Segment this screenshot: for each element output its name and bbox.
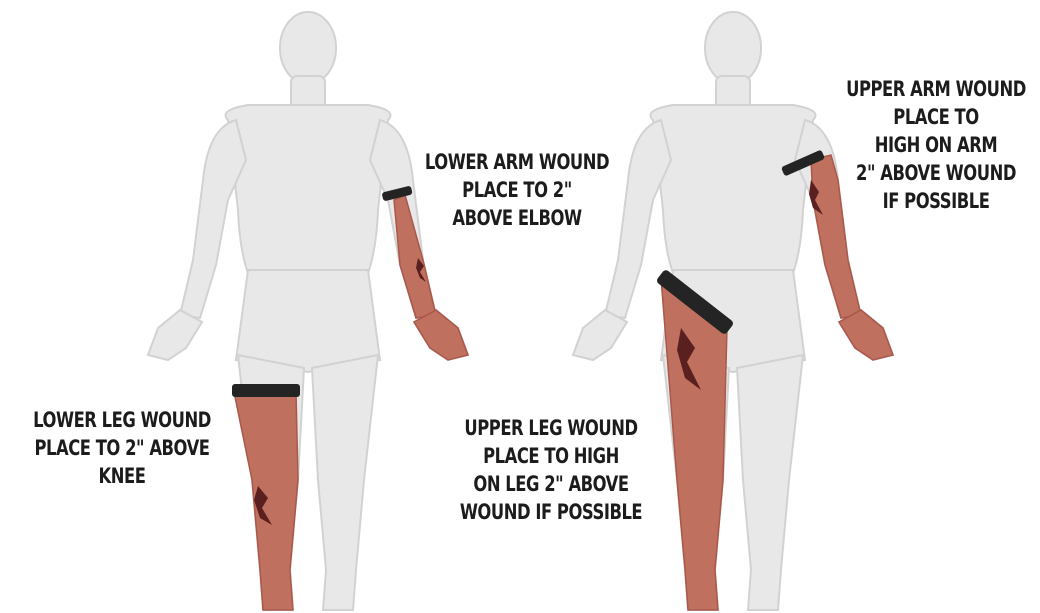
tourniquet-icon: [232, 384, 300, 397]
lower-arm-wound-label: LOWER ARM WOUND PLACE TO 2" ABOVE ELBOW: [414, 148, 620, 232]
upper-arm-label-line: 2" ABOVE WOUND: [835, 159, 1038, 187]
upper-arm-label-line: IF POSSIBLE: [835, 187, 1038, 215]
upper-leg-label-line: ON LEG 2" ABOVE: [447, 470, 654, 498]
lower-leg-wound-label: LOWER LEG WOUND PLACE TO 2" ABOVE KNEE: [24, 406, 221, 490]
lower-arm-label-line: LOWER ARM WOUND: [414, 148, 620, 176]
human-figure-icon: [148, 12, 468, 610]
upper-leg-label-line: PLACE TO HIGH: [447, 442, 654, 470]
upper-leg-wound-label: UPPER LEG WOUND PLACE TO HIGH ON LEG 2" …: [447, 414, 654, 526]
upper-arm-wound-label: UPPER ARM WOUND PLACE TO HIGH ON ARM 2" …: [835, 75, 1038, 215]
upper-arm-label-line: UPPER ARM WOUND: [835, 75, 1038, 103]
lower-arm-label-line: ABOVE ELBOW: [414, 204, 620, 232]
injured-hand: [839, 310, 893, 360]
upper-leg-label-line: UPPER LEG WOUND: [447, 414, 654, 442]
upper-arm-label-line: HIGH ON ARM: [835, 131, 1038, 159]
lower-arm-label-line: PLACE TO 2": [414, 176, 620, 204]
lower-leg-label-line: LOWER LEG WOUND: [24, 406, 221, 434]
upper-arm-label-line: PLACE TO: [835, 103, 1038, 131]
lower-leg-label-line: KNEE: [24, 462, 221, 490]
injured-hand: [414, 310, 468, 360]
upper-leg-label-line: WOUND IF POSSIBLE: [447, 498, 654, 526]
lower-leg-label-line: PLACE TO 2" ABOVE: [24, 434, 221, 462]
